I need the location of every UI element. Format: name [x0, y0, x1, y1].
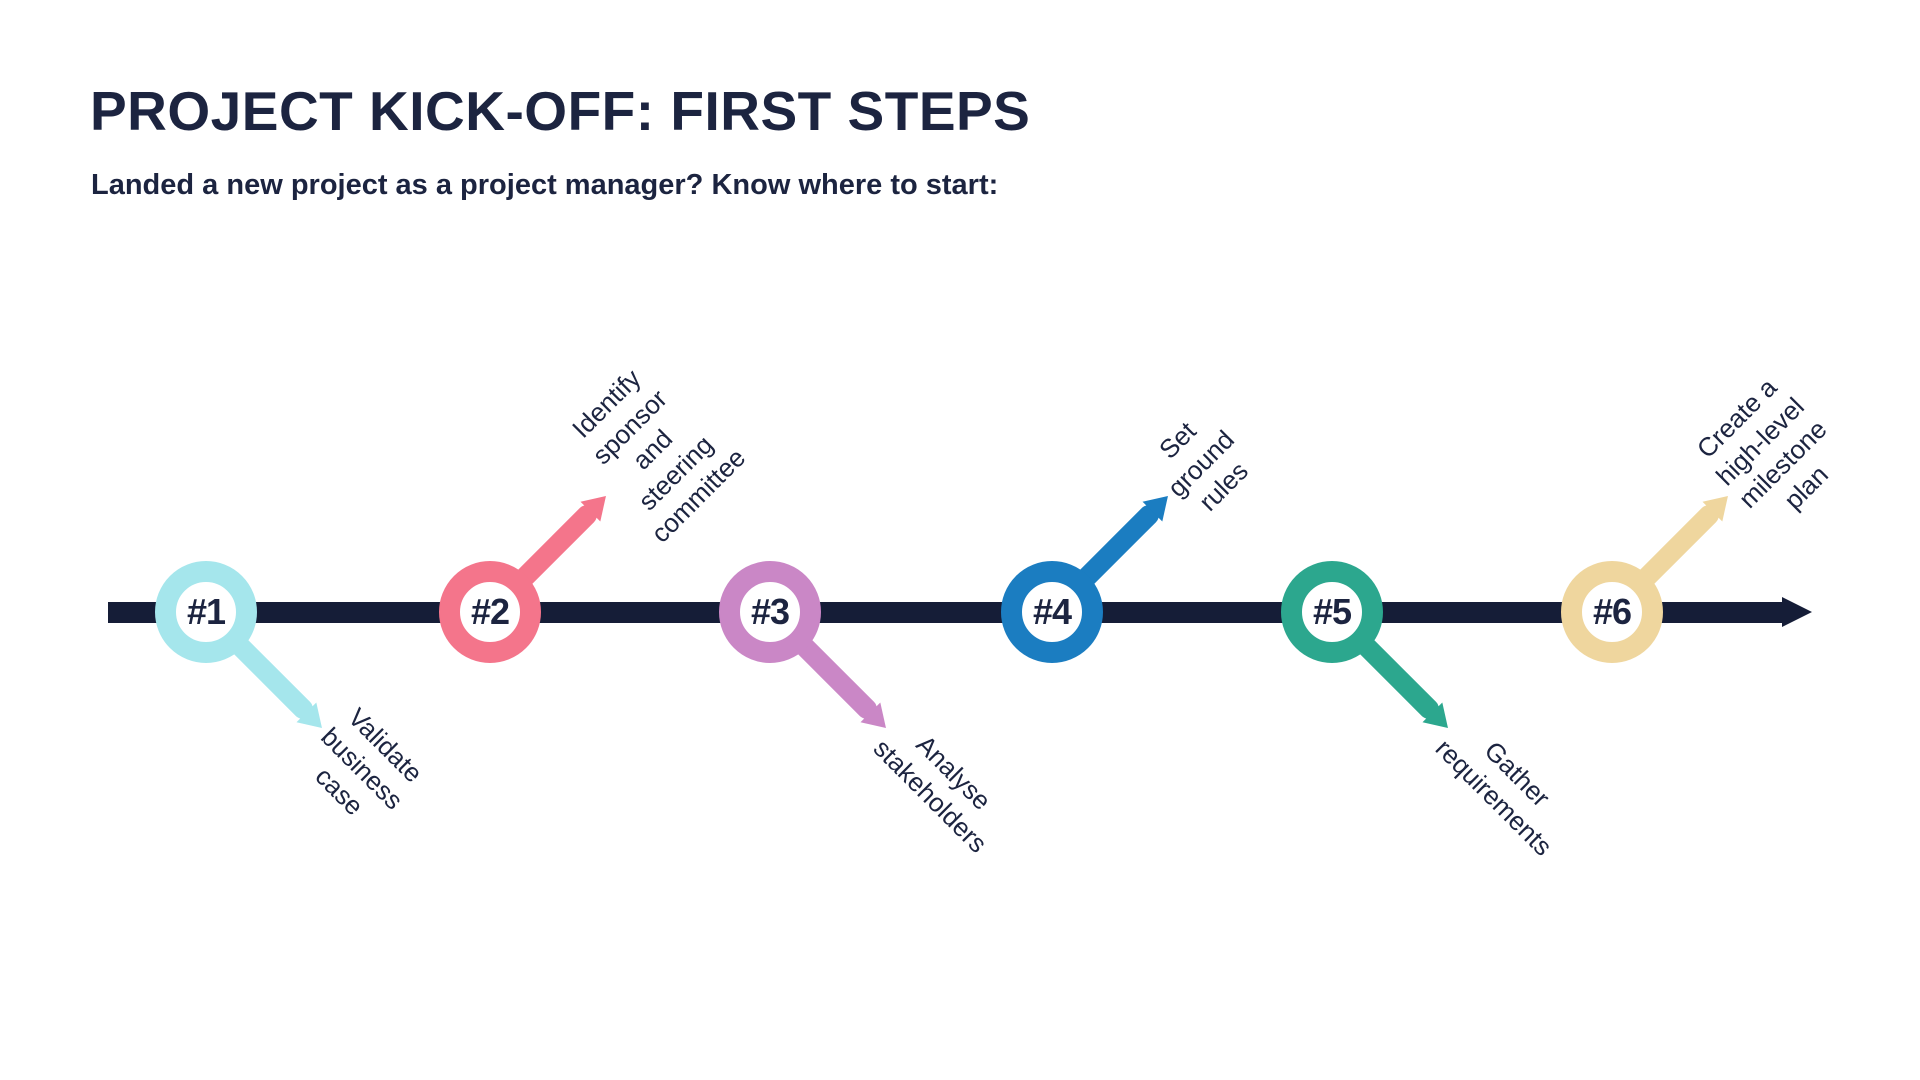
milestone-5-marker: #5 — [1281, 561, 1383, 663]
milestone-2-marker: #2 — [439, 561, 541, 663]
arrow-right-icon — [1782, 597, 1812, 627]
page-subtitle: Landed a new project as a project manage… — [91, 169, 999, 201]
milestone-2-number: #2 — [470, 591, 510, 632]
milestone-6-number: #6 — [1592, 591, 1632, 632]
milestone-1-number: #1 — [186, 591, 226, 632]
milestone-5-number: #5 — [1312, 591, 1352, 632]
milestone-5-label: Gather requirements — [1430, 732, 1559, 862]
milestone-3-number: #3 — [750, 591, 790, 632]
timeline-line — [108, 602, 1784, 623]
milestone-3-label: Analyse stakeholders — [868, 729, 998, 859]
milestone-3-marker: #3 — [719, 561, 821, 663]
milestone-6-marker: #6 — [1561, 561, 1663, 663]
milestone-1-marker: #1 — [155, 561, 257, 663]
milestone-4-number: #4 — [1032, 591, 1072, 632]
page-title: PROJECT KICK-OFF: FIRST STEPS — [90, 80, 1031, 142]
milestone-4-marker: #4 — [1001, 561, 1103, 663]
